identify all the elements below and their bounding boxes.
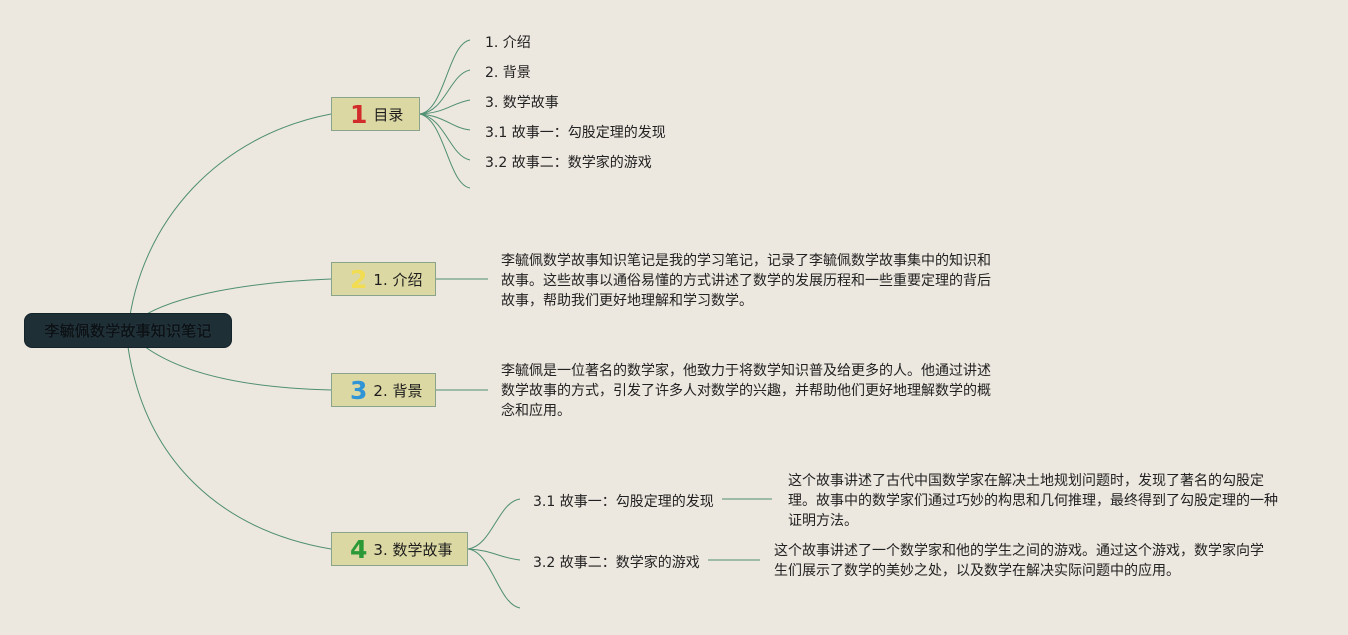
toc-item[interactable]: 1. 介绍 [485, 35, 531, 51]
connector-toc-6 [419, 113, 471, 189]
story-title[interactable]: 3.1 故事一：勾股定理的发现 [533, 494, 714, 510]
branch-background-label: 2. 背景 [373, 381, 423, 400]
intro-text[interactable]: 李毓佩数学故事知识笔记是我的学习笔记，记录了李毓佩数学故事集中的知识和故事。这些… [501, 253, 991, 309]
toc-item[interactable]: 2. 背景 [485, 65, 531, 81]
toc-item[interactable]: 3. 数学故事 [485, 95, 559, 111]
number-3-icon: 3 [350, 375, 368, 405]
root-title: 李毓佩数学故事知识笔记 [44, 322, 212, 340]
connector-toc-2 [419, 69, 471, 115]
number-2-icon: 2 [350, 264, 368, 294]
connector-stories-3 [467, 548, 521, 609]
branch-intro[interactable]: 2 1. 介绍 [331, 262, 436, 296]
connector-toc-3 [419, 99, 471, 115]
connector-root-toc [127, 113, 332, 331]
branch-toc-label: 目录 [373, 105, 404, 124]
connector-root-intro [139, 278, 332, 319]
connector-root-background [139, 342, 332, 391]
number-4-icon: 4 [350, 534, 368, 564]
connector-toc-5 [419, 113, 471, 161]
branch-stories-label: 3. 数学故事 [373, 540, 453, 559]
story-text[interactable]: 这个故事讲述了一个数学家和他的学生之间的游戏。通过这个游戏，数学家向学生们展示了… [774, 543, 1264, 579]
toc-item[interactable]: 3.2 故事二：数学家的游戏 [485, 155, 652, 171]
story-title[interactable]: 3.2 故事二：数学家的游戏 [533, 555, 700, 571]
background-text[interactable]: 李毓佩是一位著名的数学家，他致力于将数学知识普及给更多的人。他通过讲述数学故事的… [501, 363, 991, 419]
branch-toc[interactable]: 1 目录 [331, 97, 420, 131]
branch-stories[interactable]: 4 3. 数学故事 [331, 532, 468, 566]
branch-background[interactable]: 3 2. 背景 [331, 373, 436, 407]
connector-root-stories [127, 346, 332, 550]
root-topic[interactable]: 李毓佩数学故事知识笔记 [25, 314, 231, 347]
number-1-icon: 1 [350, 99, 368, 129]
connector-stories-1 [467, 498, 521, 550]
story-text[interactable]: 这个故事讲述了古代中国数学家在解决土地规划问题时，发现了著名的勾股定理。故事中的… [788, 473, 1278, 529]
connector-stories-2 [467, 548, 521, 561]
branch-intro-label: 1. 介绍 [373, 270, 423, 289]
connector-toc-4 [419, 113, 471, 131]
connector-toc-1 [419, 39, 471, 115]
toc-item[interactable]: 3.1 故事一：勾股定理的发现 [485, 125, 666, 141]
